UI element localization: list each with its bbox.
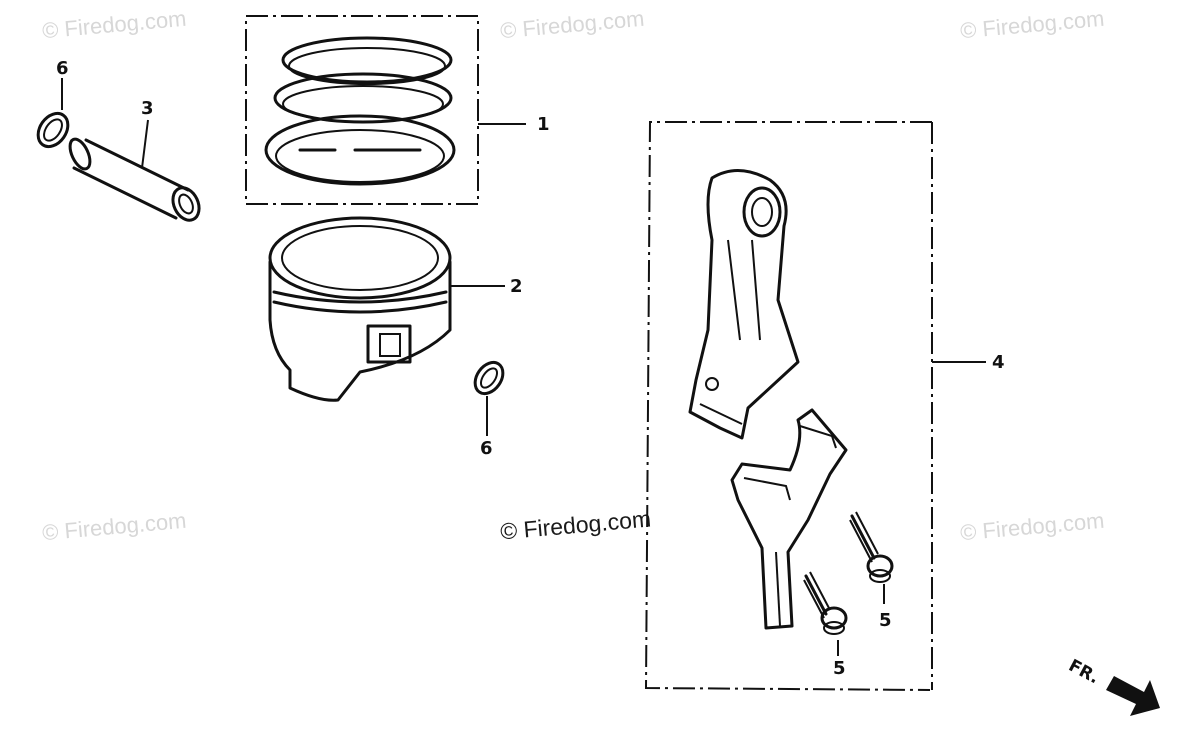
- callout-piston: 2: [510, 276, 523, 297]
- callout-piston-pin: 3: [141, 98, 154, 119]
- piston-icon: [268, 216, 505, 402]
- pin-clip-bottom-icon: [473, 360, 505, 436]
- callout-connecting-rod-assy: 4: [992, 352, 1005, 373]
- callout-piston-ring-set: 1: [537, 114, 550, 135]
- callout-rod-bolt-a: 5: [833, 658, 846, 679]
- rod-bolt-a-icon: [803, 571, 848, 656]
- piston-ring-set-box: [245, 15, 526, 205]
- pin-clip-top-icon: [36, 78, 70, 149]
- callout-rod-bolt-b: 5: [879, 610, 892, 631]
- callout-pin-clip-top: 6: [56, 58, 69, 79]
- piston-pin-icon: [68, 119, 201, 222]
- piston-ring-set-icon: [264, 36, 456, 186]
- connecting-rod-icon: [688, 168, 800, 440]
- rod-bolt-b-icon: [849, 511, 894, 604]
- callout-pin-clip-bottom: 6: [480, 438, 493, 459]
- front-direction-arrow-icon: [1106, 676, 1160, 716]
- connecting-rod-assy-box: [644, 121, 986, 691]
- rod-cap-icon: [730, 408, 848, 630]
